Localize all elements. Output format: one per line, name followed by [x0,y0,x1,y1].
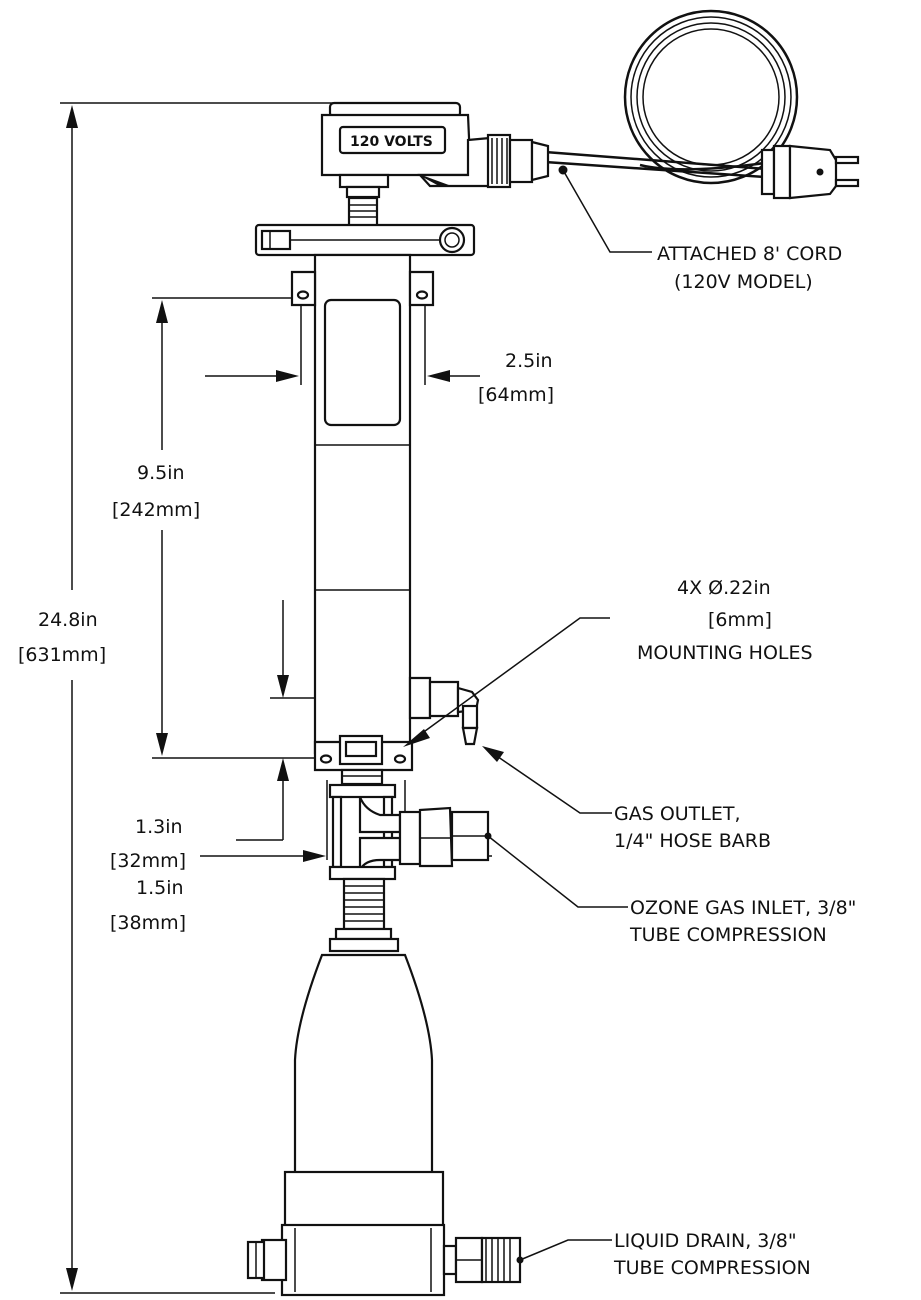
liquid-drain-line1: LIQUID DRAIN, 3/8" [614,1230,797,1252]
cord-callout: ATTACHED 8' CORD (120V MODEL) [657,243,842,293]
main-body [313,253,412,755]
arrowhead [427,370,450,382]
gas-outlet-callout-leader [482,746,612,814]
liquid-drain-fitting-icon [442,1236,522,1284]
offset-imperial: 1.3in [135,816,183,838]
gas-outlet-callout: GAS OUTLET, 1/4" HOSE BARB [614,803,771,852]
tee-fitting [328,768,402,881]
arrowhead [276,370,299,382]
mounting-holes-callout: 4X Ø.22in [6mm] MOUNTING HOLES [637,577,813,664]
mounting-hole-icon [319,754,333,764]
arrowhead [403,729,430,747]
liquid-drain-line2: TUBE COMPRESSION [613,1257,811,1279]
overall-height-imperial: 24.8in [38,609,98,631]
offset-dimension: 1.3in [32mm] [110,600,318,872]
arrowhead [277,675,289,698]
tee-width-imperial: 1.5in [136,877,184,899]
gas-outlet-line2: 1/4" HOSE BARB [614,830,771,852]
mounting-hole-icon [296,290,310,300]
separator-bowl [246,953,446,1297]
cord-callout-leader [558,165,652,253]
bottom-mounting-bracket [313,734,414,772]
mounting-callout-line1: 4X Ø.22in [677,577,771,599]
mounting-hole-icon [393,754,407,764]
arrowhead [156,300,168,323]
gas-outlet-line1: GAS OUTLET, [614,803,741,825]
mount-spacing-imperial: 9.5in [137,462,185,484]
cord-callout-line2: (120V MODEL) [674,271,813,293]
ozone-inlet-line2: TUBE COMPRESSION [629,924,827,946]
cord-gland-icon [486,133,550,189]
mount-spacing-metric: [242mm] [112,499,200,521]
arrowhead [66,105,78,128]
arrowhead [303,850,326,862]
mounting-callout-line2: [6mm] [708,609,772,631]
body-width-metric: [64mm] [478,384,554,406]
arrowhead [156,733,168,756]
mounting-callout-line3: MOUNTING HOLES [637,642,813,664]
ozone-inlet-callout-leader [484,832,628,908]
arrowhead [66,1268,78,1291]
voltage-label: 120 VOLTS [350,134,433,150]
top-mounting-bracket [290,270,435,307]
overall-height-metric: [631mm] [18,644,106,666]
liquid-drain-callout: LIQUID DRAIN, 3/8" TUBE COMPRESSION [613,1230,811,1279]
mounting-hole-icon [415,290,429,300]
body-width-dimension: 2.5in [64mm] [205,300,554,406]
cord-callout-line1: ATTACHED 8' CORD [657,243,842,265]
tee-width-metric: [38mm] [110,912,186,934]
mounting-callout-leader [403,617,610,747]
arrowhead [277,758,289,781]
ozone-inlet-fitting-icon [398,806,490,868]
liquid-drain-callout-leader [516,1239,612,1264]
power-cord [544,9,799,185]
junction-box: 120 VOLTS [320,101,492,199]
mounting-clamp [254,223,476,257]
nipple-threads [328,877,400,953]
body-width-imperial: 2.5in [505,350,553,372]
offset-metric: [32mm] [110,850,186,872]
stem-nut [347,196,379,228]
arrowhead [482,746,504,762]
mount-spacing-dimension: 9.5in [242mm] [112,297,325,759]
power-plug-icon [760,144,860,200]
overall-height-dimension: 24.8in [631mm] [18,102,335,1294]
ozone-inlet-callout: OZONE GAS INLET, 3/8" TUBE COMPRESSION [629,897,856,946]
ozone-inlet-line1: OZONE GAS INLET, 3/8" [630,897,856,919]
